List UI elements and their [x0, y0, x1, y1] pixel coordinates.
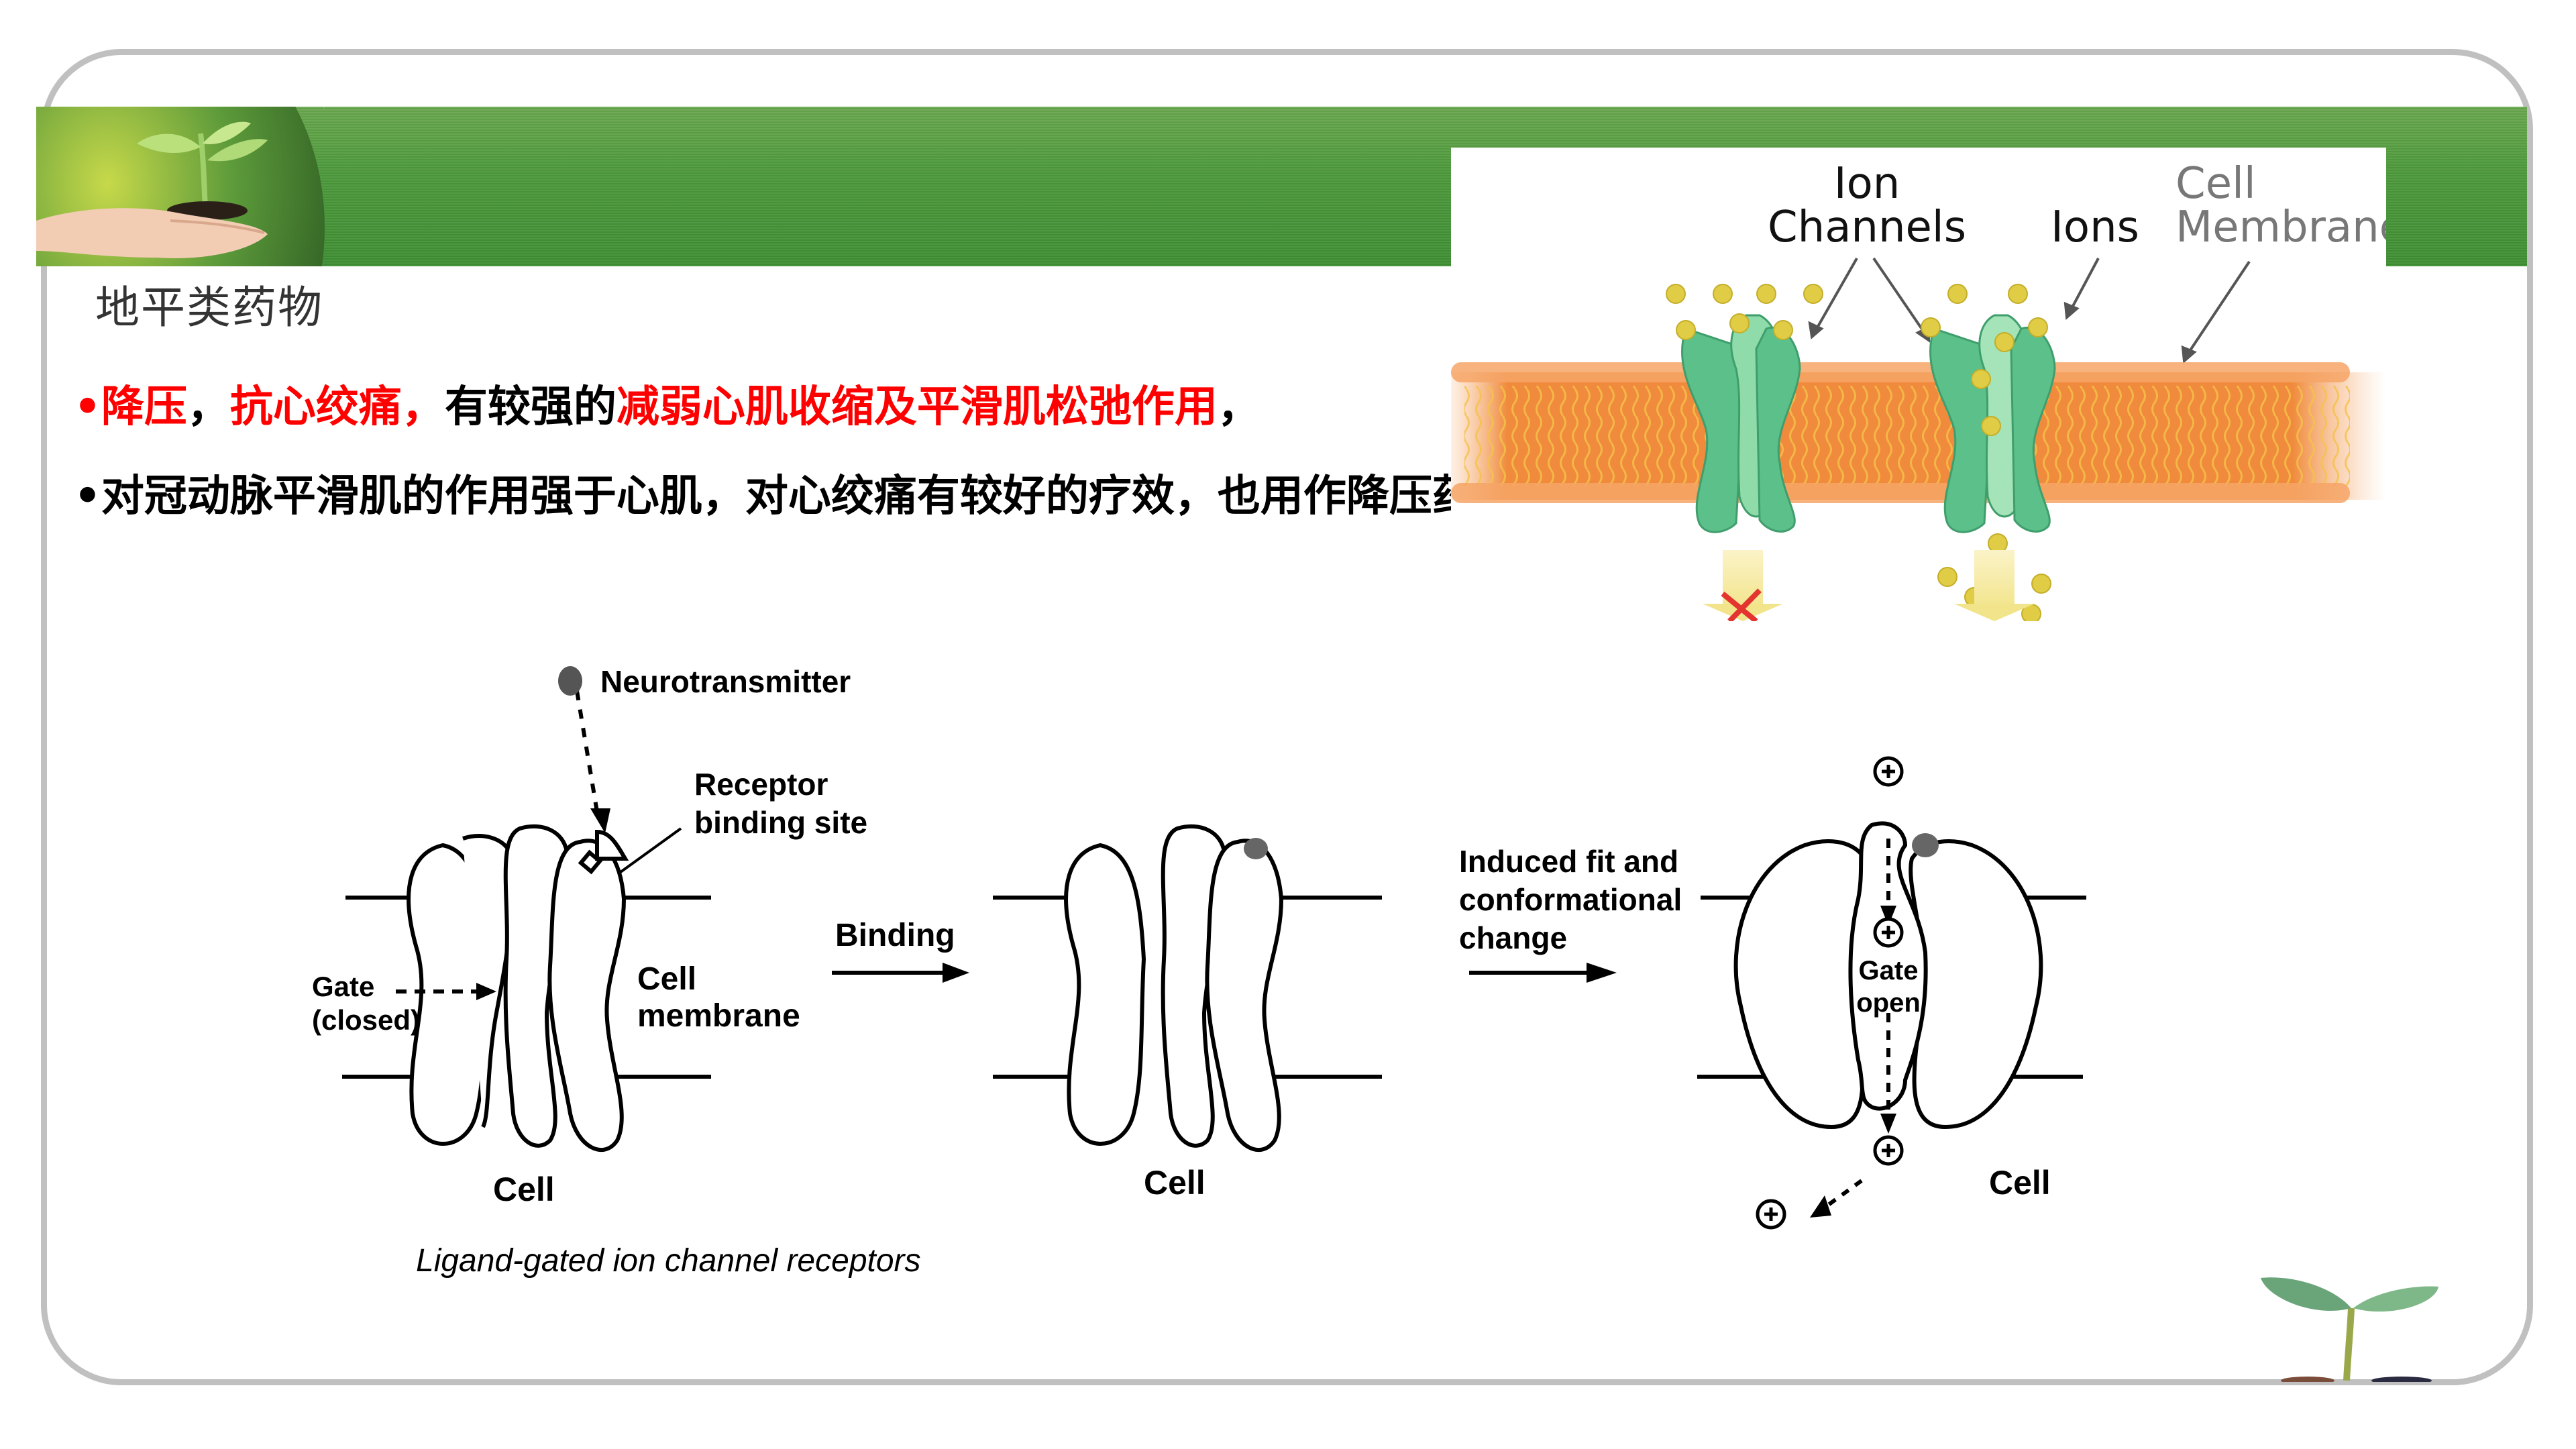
label-ions: Ions: [2051, 203, 2139, 252]
label-cell-membrane-line2: Membrane: [2176, 203, 2386, 252]
channel-open: [1697, 821, 2086, 1210]
bullet-line-2: •对冠动脉平滑肌的作用强于心肌，对心绞痛有较好的疗效，也用作降压药。: [74, 462, 1518, 523]
label-receptor-line2: binding site: [694, 805, 867, 840]
label-gate-open-line1: Gate: [1859, 956, 1919, 985]
diagram-caption: Ligand-gated ion channel receptors: [416, 1243, 921, 1279]
blocked-flow-arrow: [1703, 550, 1783, 624]
bullet-2-text: •对冠动脉平滑肌的作用强于心肌，对心绞痛有较好的疗效，也用作降压药。: [74, 472, 1518, 521]
label-cell-1: Cell: [493, 1171, 555, 1208]
label-cell-membrane-line1: Cell: [2176, 159, 2256, 209]
label-receptor-line1: Receptor: [694, 767, 828, 802]
label-cell-membrane-line2: membrane: [637, 998, 800, 1034]
slide-title: 地平类药物: [95, 282, 323, 333]
cell-membrane-bilayer: [1451, 362, 2386, 503]
ligand-gated-channel-diagram: Neurotransmitter Receptor binding site G…: [282, 644, 2160, 1301]
bound-neurotransmitter-icon: [1244, 838, 1268, 859]
bullet-1-segment-1: •降压: [74, 382, 187, 432]
label-ion-channels-line2: Channels: [1768, 203, 1966, 252]
induced-fit-arrow: [1469, 963, 1617, 983]
plant-in-hands-image: [36, 107, 325, 266]
open-flow-arrow: [1954, 550, 2035, 621]
bound-neurotransmitter-icon-2: [1912, 833, 1939, 857]
label-gate-closed-line1: Gate: [312, 971, 374, 1002]
cation-icons: [1756, 756, 1904, 1230]
label-binding: Binding: [835, 918, 955, 953]
label-gate-closed-line2: (closed): [312, 1004, 420, 1036]
label-ion-channels-line1: Ion: [1834, 159, 1900, 209]
bullet-line-1: •降压，抗心绞痛，有较强的减弱心肌收缩及平滑肌松弛作用，: [74, 372, 1260, 434]
ion-channel-closed: [1681, 314, 1801, 533]
label-cell-3: Cell: [1989, 1164, 2051, 1201]
label-cell-2: Cell: [1144, 1164, 1205, 1201]
bullet-1-segment-5: 减弱心肌收缩及平滑肌松弛作用: [616, 382, 1218, 432]
ion-channel-figure: Ion Channels Ions Cell Membrane: [1451, 148, 2406, 624]
slide-frame: [41, 49, 2533, 1385]
bullet-1-segment-3: 抗心绞痛，: [229, 382, 445, 432]
label-neurotransmitter: Neurotransmitter: [600, 664, 851, 699]
binding-arrow: [832, 963, 969, 983]
label-induced-line2: conformational: [1459, 882, 1682, 917]
sprout-decoration: [2241, 1261, 2469, 1385]
label-gate-open-line2: open: [1856, 988, 1921, 1018]
label-induced-line3: change: [1459, 920, 1567, 955]
bullet-1-segment-2: ，: [186, 382, 230, 432]
bullet-1-segment-4: 有较强的: [444, 382, 616, 432]
neurotransmitter-icon: [558, 666, 582, 696]
channel-bound-closed: [993, 824, 1382, 1152]
label-cell-membrane-line1: Cell: [637, 961, 696, 997]
label-induced-line1: Induced fit and: [1459, 844, 1678, 879]
ions: [1666, 284, 2051, 624]
bullet-1-segment-6: ，: [1217, 382, 1260, 432]
